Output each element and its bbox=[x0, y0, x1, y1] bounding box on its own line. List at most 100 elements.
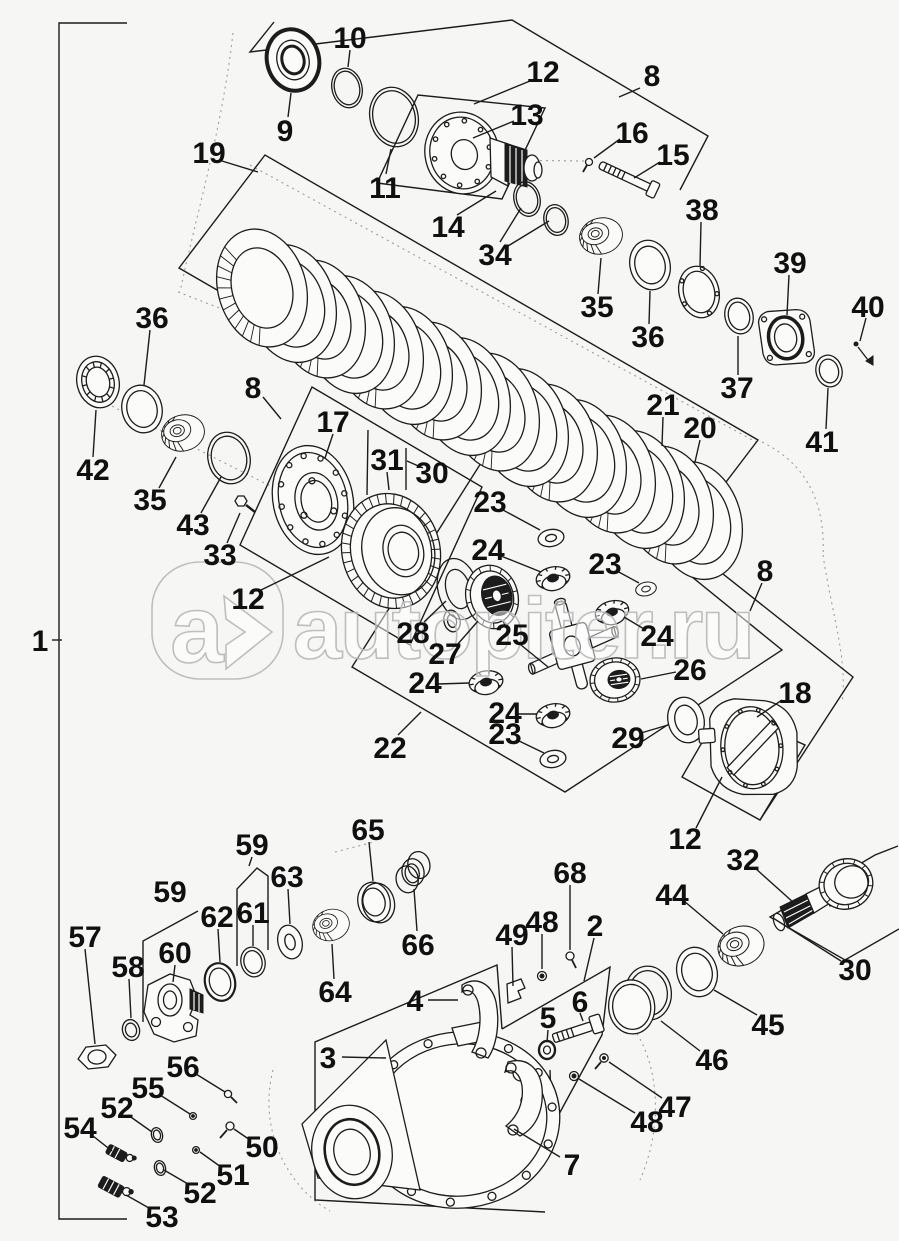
part-50-screw bbox=[219, 1121, 235, 1139]
leader-line-14 bbox=[456, 190, 497, 216]
part-58-ring bbox=[121, 1018, 141, 1042]
part-label-54: 54 bbox=[63, 1112, 97, 1145]
part-label-9: 9 bbox=[277, 115, 294, 148]
leader-line-28 bbox=[423, 600, 447, 623]
part-68-screw bbox=[565, 951, 577, 969]
gears-layer bbox=[340, 492, 874, 910]
leader-line-13 bbox=[472, 120, 515, 139]
part-40-pin bbox=[853, 341, 874, 366]
leader-line-58 bbox=[128, 978, 132, 1019]
leader-line-65 bbox=[368, 841, 374, 882]
part-18-diff-cap bbox=[697, 698, 798, 796]
part-38-slotted-ring bbox=[677, 265, 721, 319]
part-43-snap-ring bbox=[207, 431, 251, 485]
part-48-nut bbox=[536, 970, 548, 982]
part-label-20: 20 bbox=[683, 412, 716, 445]
leader-line-23 bbox=[616, 570, 640, 584]
part-pinion-gear-32 bbox=[818, 858, 874, 910]
part-7-bearing-cap bbox=[503, 1060, 543, 1137]
part-label-59: 59 bbox=[235, 829, 268, 862]
leader-line-2 bbox=[583, 937, 595, 982]
part-label-66: 66 bbox=[401, 929, 434, 962]
part-label-30: 30 bbox=[415, 457, 448, 490]
watermark-site-text: autopiter.ru bbox=[293, 581, 753, 677]
part-label-17: 17 bbox=[316, 406, 349, 439]
leader-line-25 bbox=[520, 644, 549, 668]
part-label-26: 26 bbox=[673, 654, 706, 687]
leader-line-22 bbox=[397, 711, 422, 736]
part-62-ring bbox=[203, 962, 237, 1002]
part-63-washer bbox=[277, 924, 303, 960]
part-label-45: 45 bbox=[751, 1009, 784, 1042]
leader-line-38 bbox=[699, 221, 702, 267]
part-4-bearing-cap bbox=[461, 980, 499, 1059]
leader-line-3 bbox=[341, 1056, 387, 1059]
part-label-47: 47 bbox=[658, 1091, 691, 1124]
leader-line-12 bbox=[473, 80, 531, 105]
part-54-breather-fitting bbox=[105, 1144, 137, 1163]
part-10-o-ring bbox=[331, 67, 363, 109]
part-45-bearing-cup bbox=[675, 946, 719, 998]
part-label-36: 36 bbox=[135, 302, 168, 335]
leader-line-7 bbox=[513, 1128, 561, 1158]
part-13-hub bbox=[489, 137, 509, 188]
guide-line bbox=[334, 841, 375, 853]
leader-line-36 bbox=[143, 329, 151, 386]
part-42-splined-ring bbox=[76, 355, 120, 409]
guide-line bbox=[249, 164, 757, 443]
leader-line-21 bbox=[661, 416, 664, 447]
part-label-24: 24 bbox=[408, 667, 442, 700]
part-6-bolt bbox=[551, 1013, 605, 1043]
leader-line-45 bbox=[713, 989, 758, 1016]
leader-line-24 bbox=[500, 555, 542, 573]
guide-line bbox=[761, 441, 824, 556]
leader-line-17 bbox=[324, 433, 334, 459]
leader-line-12 bbox=[260, 556, 330, 591]
part-label-5: 5 bbox=[540, 1002, 557, 1035]
part-label-62: 62 bbox=[200, 901, 233, 934]
part-label-3: 3 bbox=[320, 1042, 337, 1075]
part-spur-gear-26 bbox=[589, 657, 641, 703]
part-label-12: 12 bbox=[231, 583, 264, 616]
part-48-nut-2 bbox=[568, 1070, 580, 1082]
part-crown-gear-31 bbox=[340, 492, 442, 610]
part-label-58: 58 bbox=[111, 951, 144, 984]
leader-line-31 bbox=[386, 471, 390, 491]
part-label-24: 24 bbox=[488, 697, 522, 730]
leader-line-44 bbox=[683, 900, 724, 935]
part-label-61: 61 bbox=[236, 897, 269, 930]
part-label-19: 19 bbox=[192, 137, 225, 170]
part-label-46: 46 bbox=[695, 1044, 728, 1077]
leader-line-55 bbox=[159, 1094, 191, 1115]
part-36-race-left bbox=[121, 384, 163, 434]
leader-line-57 bbox=[84, 948, 96, 1045]
leader-line-30 bbox=[406, 460, 424, 469]
part-bevel-gear-27 bbox=[464, 564, 520, 630]
watermark-logo-box bbox=[151, 561, 284, 680]
part-label-60: 60 bbox=[158, 937, 191, 970]
part-label-4: 4 bbox=[407, 985, 424, 1018]
leader-line-26 bbox=[640, 671, 677, 680]
part-46-seal-rings bbox=[607, 965, 673, 1035]
part-label-51: 51 bbox=[216, 1159, 249, 1192]
parts-layer bbox=[76, 27, 874, 1209]
part-label-52: 52 bbox=[100, 1092, 133, 1125]
leader-line-56 bbox=[195, 1073, 226, 1093]
leader-line-41 bbox=[825, 387, 829, 430]
part-28-thrust-washer bbox=[436, 557, 480, 633]
part-label-55: 55 bbox=[131, 1072, 164, 1105]
leader-line-46 bbox=[660, 1020, 701, 1052]
part-55-plug bbox=[188, 1111, 198, 1121]
leader-line-27 bbox=[456, 620, 479, 646]
leader-line-19 bbox=[221, 160, 259, 173]
leader-line-34 bbox=[499, 207, 522, 243]
leader-line-6 bbox=[579, 1012, 584, 1022]
part-61-ring bbox=[240, 946, 266, 978]
clutch-disc-stack bbox=[215, 228, 744, 581]
part-label-35: 35 bbox=[580, 291, 613, 324]
bracket-31-left bbox=[366, 429, 369, 496]
part-29-washer bbox=[667, 696, 705, 744]
part-label-1: 1 bbox=[32, 625, 49, 658]
part-37-ring bbox=[724, 297, 754, 335]
